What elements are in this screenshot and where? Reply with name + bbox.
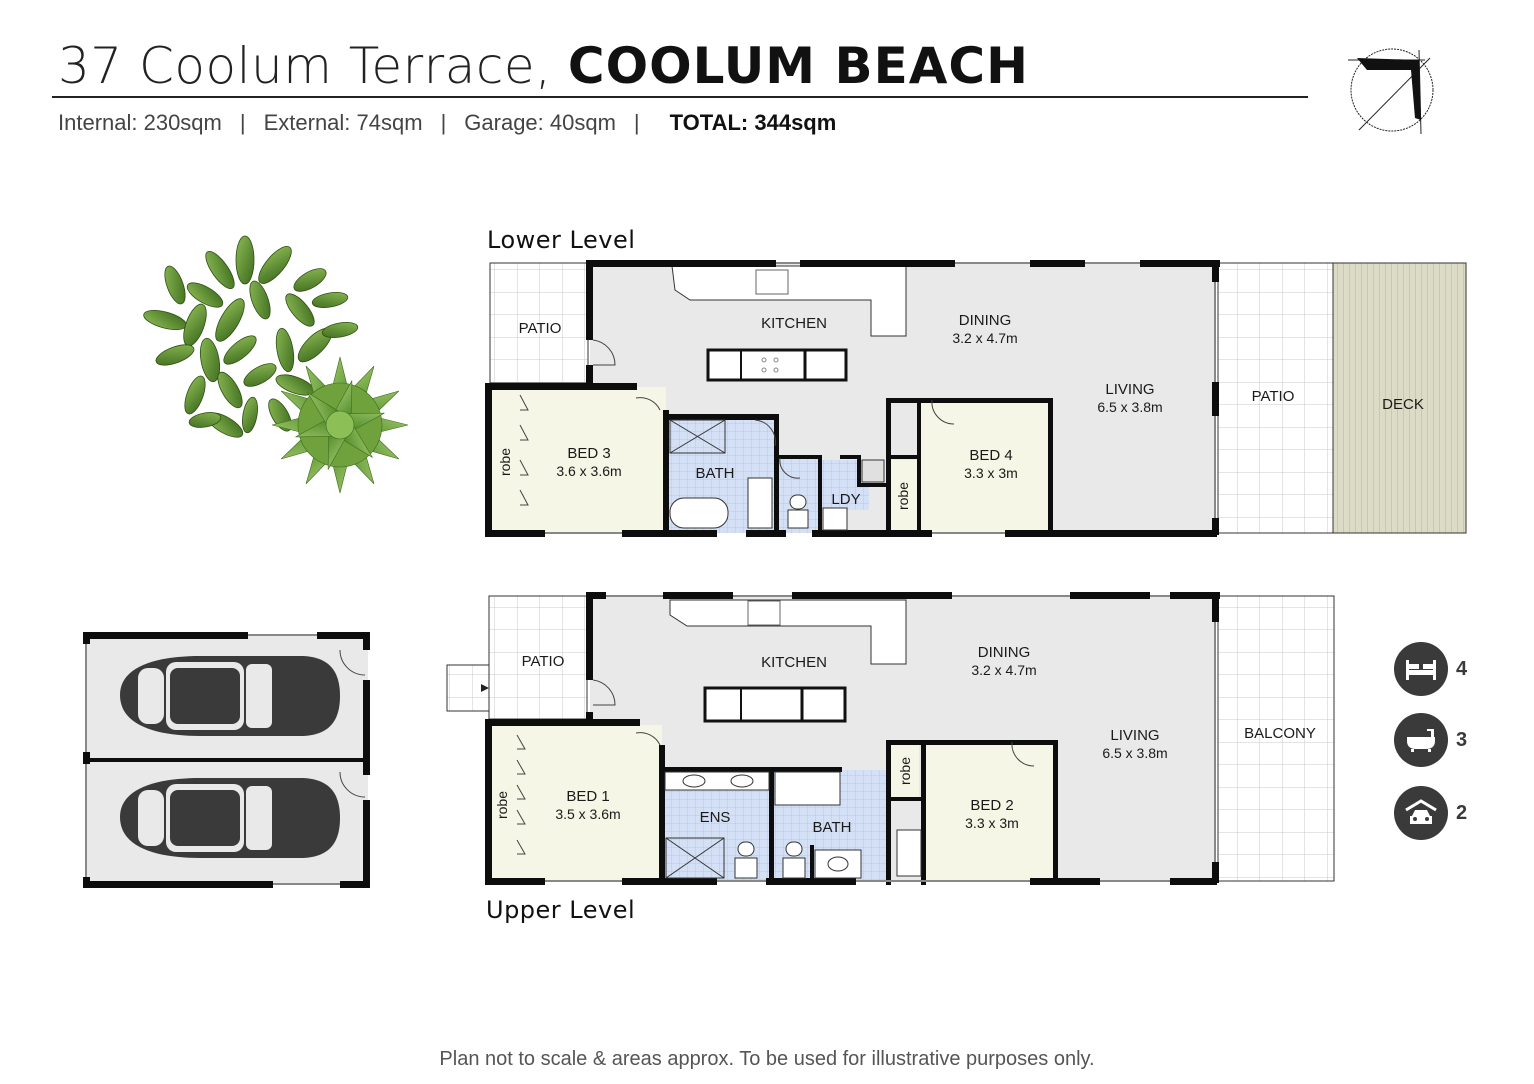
svg-text:BED 4: BED 4	[969, 447, 1012, 464]
svg-text:LIVING: LIVING	[1110, 727, 1159, 744]
total-area: TOTAL: 344sqm	[669, 110, 837, 135]
room-label: PATIO	[519, 320, 562, 337]
svg-text:3.6 x 3.6m: 3.6 x 3.6m	[556, 463, 621, 479]
svg-text:LIVING: LIVING	[1105, 381, 1154, 398]
street-address: 37 Coolum Terrace,	[58, 37, 552, 95]
garage-count: 2	[1394, 785, 1484, 841]
svg-text:DECK: DECK	[1382, 396, 1424, 413]
svg-text:3.3 x 3m: 3.3 x 3m	[964, 465, 1018, 481]
separator: |	[239, 110, 246, 135]
svg-text:DINING: DINING	[978, 644, 1031, 661]
title-divider	[52, 96, 1308, 98]
bedroom-count: 4	[1394, 641, 1484, 697]
upper-level-plan: PATIO KITCHEN DINING 3.2 x 4.7m LIVING 6…	[446, 592, 1335, 885]
svg-text:BALCONY: BALCONY	[1244, 725, 1316, 742]
svg-text:robe: robe	[497, 448, 513, 476]
north-arrow-icon	[1348, 48, 1434, 135]
svg-text:KITCHEN: KITCHEN	[761, 654, 827, 671]
tree-illustration-icon	[143, 235, 409, 494]
svg-text:robe: robe	[897, 757, 913, 785]
garage-area: Garage: 40sqm	[464, 110, 616, 135]
disclaimer: Plan not to scale & areas approx. To be …	[439, 1048, 1095, 1070]
area-summary: Internal: 230sqm | External: 74sqm | Garage:…	[58, 110, 836, 136]
svg-text:BATH: BATH	[696, 465, 735, 482]
bedroom-count-value: 4	[1456, 657, 1468, 680]
svg-text:robe: robe	[494, 791, 510, 819]
svg-text:ENS: ENS	[700, 809, 731, 826]
separator: |	[440, 110, 447, 135]
svg-text:3.5 x 3.6m: 3.5 x 3.6m	[555, 806, 620, 822]
svg-text:PATIO: PATIO	[1252, 388, 1295, 405]
bathroom-count: 3	[1394, 712, 1484, 768]
svg-text:PATIO: PATIO	[522, 653, 565, 670]
svg-text:3.2 x 4.7m: 3.2 x 4.7m	[971, 662, 1036, 678]
lower-level-label: Lower Level	[487, 226, 636, 254]
property-title: 37 Coolum Terrace, COOLUM BEACH	[58, 36, 1029, 96]
svg-text:robe: robe	[895, 482, 911, 510]
suburb: COOLUM BEACH	[567, 37, 1029, 95]
bathroom-count-value: 3	[1456, 728, 1468, 751]
svg-text:BATH: BATH	[813, 819, 852, 836]
bed-icon	[1394, 642, 1448, 696]
garage-count-value: 2	[1456, 801, 1468, 824]
svg-text:BED 1: BED 1	[566, 788, 609, 805]
car-icon	[120, 778, 340, 858]
separator: |	[633, 110, 640, 135]
garage-car-icon	[1394, 786, 1448, 840]
svg-text:DINING: DINING	[959, 312, 1012, 329]
internal-area: Internal: 230sqm	[58, 110, 222, 135]
car-icon	[120, 656, 340, 736]
svg-text:LDY: LDY	[831, 491, 860, 508]
svg-text:6.5 x 3.8m: 6.5 x 3.8m	[1102, 745, 1167, 761]
bath-icon	[1394, 713, 1448, 767]
svg-text:BED 2: BED 2	[970, 797, 1013, 814]
svg-text:BED 3: BED 3	[567, 445, 610, 462]
upper-level-label: Upper Level	[486, 896, 636, 924]
external-area: External: 74sqm	[263, 110, 423, 135]
svg-text:3.2 x 4.7m: 3.2 x 4.7m	[952, 330, 1017, 346]
svg-text:3.3 x 3m: 3.3 x 3m	[965, 815, 1019, 831]
lower-level-plan: PATIO KITCHEN DINING 3.2 x 4.7m LIVING 6…	[485, 260, 1467, 537]
svg-text:6.5 x 3.8m: 6.5 x 3.8m	[1097, 399, 1162, 415]
garage-plan	[83, 632, 370, 888]
svg-text:KITCHEN: KITCHEN	[761, 315, 827, 332]
